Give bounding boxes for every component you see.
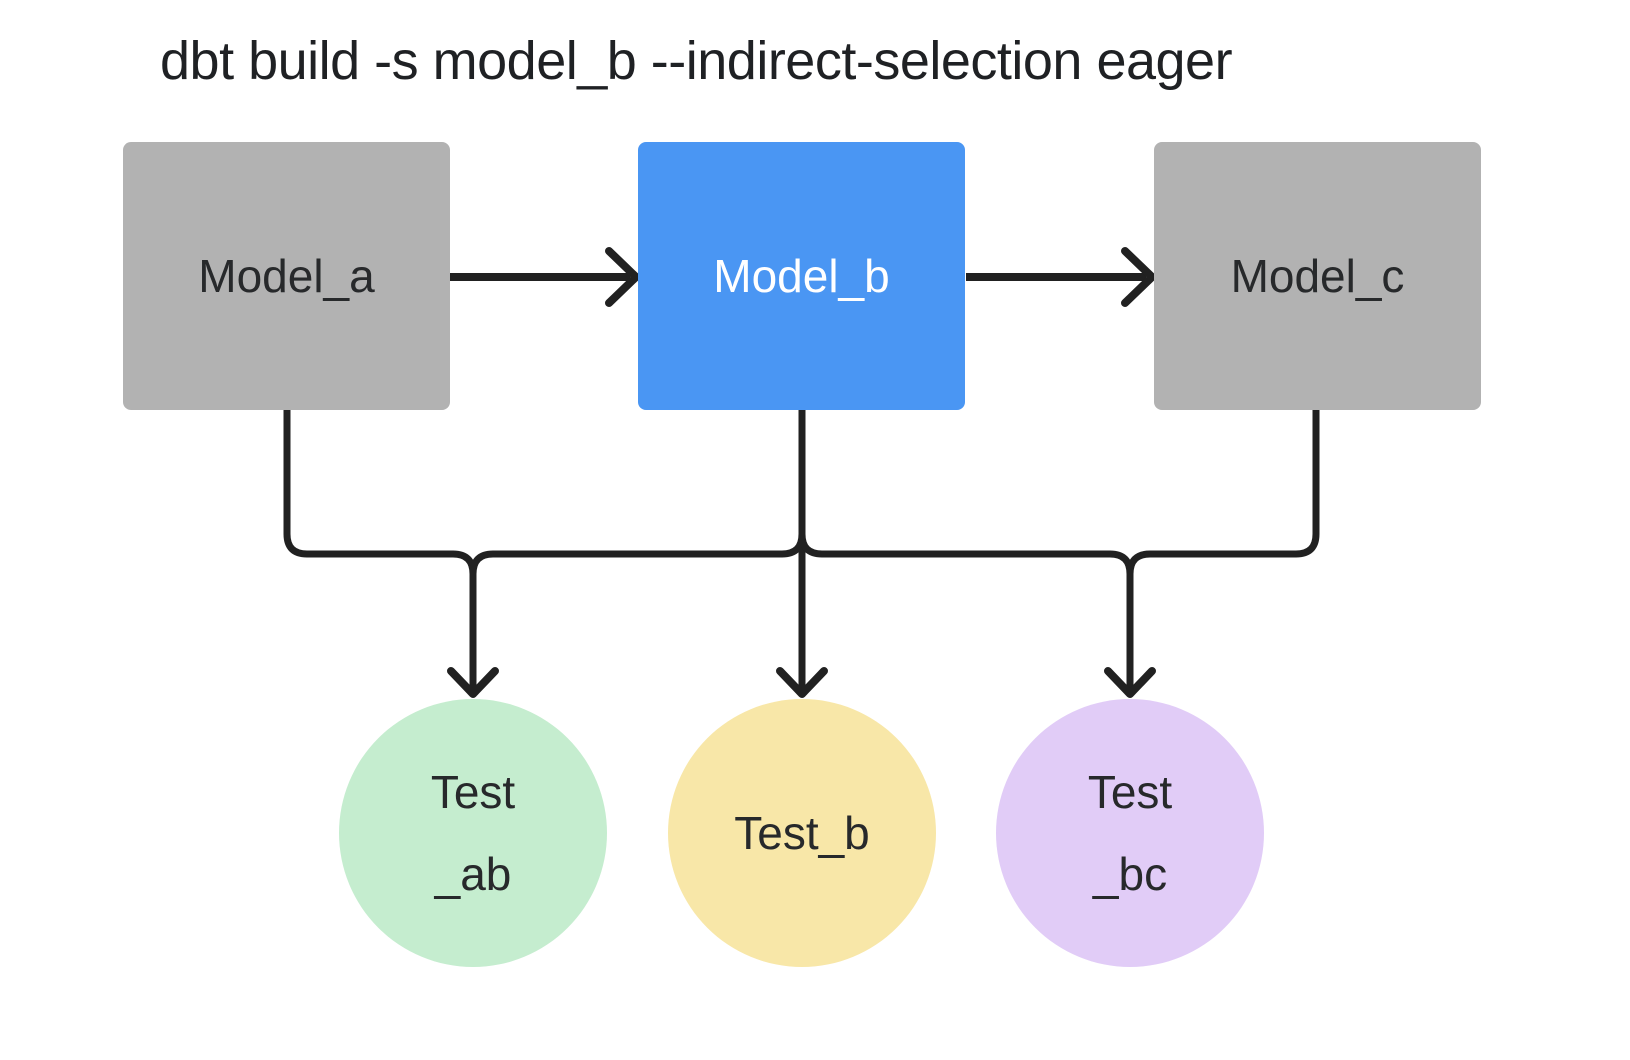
node-test-ab: Test _ab [339,699,607,967]
node-test-bc-label-line2: _bc [1092,848,1168,900]
arrowhead-test-ab-icon [447,667,499,698]
command-title: dbt build -s model_b --indirect-selectio… [160,31,1233,91]
arrowhead-test-b-icon [776,667,828,698]
edge-model-b-to-test-bc [798,410,1134,690]
node-test-b-label: Test_b [734,807,870,859]
edge-model-c-to-test-bc [1126,410,1320,690]
node-test-b: Test_b [668,699,936,967]
edge-model-a-to-test-ab [283,410,477,690]
node-model-a-label: Model_a [198,250,375,302]
arrowhead-test-bc-icon [1104,667,1156,698]
node-model-c-label: Model_c [1230,250,1405,302]
node-model-c: Model_c [1154,142,1481,410]
node-test-bc-label-line1: Test [1087,766,1173,818]
node-model-a: Model_a [123,142,450,410]
arrowhead-model-c-icon [1121,247,1156,307]
arrowhead-model-b-icon [605,247,640,307]
node-test-ab-label-line2: _ab [434,848,512,900]
node-model-b-label: Model_b [713,250,890,302]
node-test-bc: Test _bc [996,699,1264,967]
node-model-b: Model_b [638,142,965,410]
edge-model-b-to-test-ab [469,410,806,690]
node-test-ab-label-line1: Test [430,766,516,818]
